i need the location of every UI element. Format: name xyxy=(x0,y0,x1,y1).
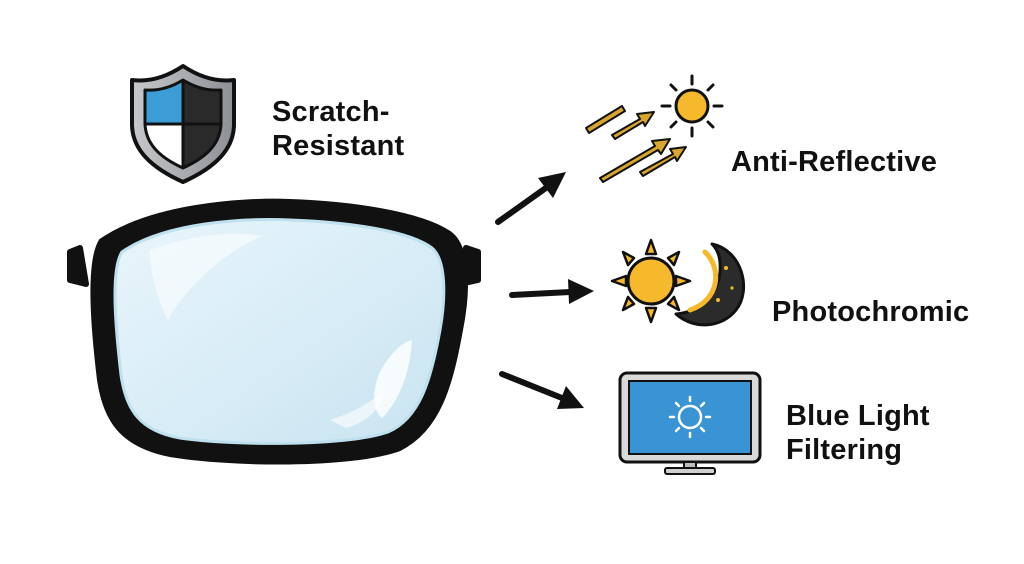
monitor-icon xyxy=(618,371,762,475)
label-scratch-line1: Scratch- xyxy=(272,96,390,128)
moon-icon xyxy=(674,242,746,327)
label-anti-reflective: Anti-Reflective xyxy=(731,146,938,178)
label-blue-line1: Blue Light xyxy=(786,400,930,432)
label-blue-line2: Filtering xyxy=(786,434,903,466)
label-photochromic: Photochromic xyxy=(772,296,970,328)
label-scratch-line2: Resistant xyxy=(272,130,405,162)
arrow-to-blue-light xyxy=(499,371,584,409)
sun-icon xyxy=(610,238,692,324)
label-scratch-resistant: Scratch- Resistant xyxy=(272,95,404,163)
arrow-to-photochromic xyxy=(509,279,594,304)
sun-icon xyxy=(660,74,724,138)
arrow-to-anti-reflective xyxy=(495,172,566,225)
eyeglasses-lens-icon xyxy=(67,198,481,465)
reflection-rays-icon xyxy=(585,105,687,183)
shield-icon xyxy=(130,64,236,184)
label-blue-light-filtering: Blue Light Filtering xyxy=(786,399,930,467)
screen-sun-icon xyxy=(668,395,712,439)
